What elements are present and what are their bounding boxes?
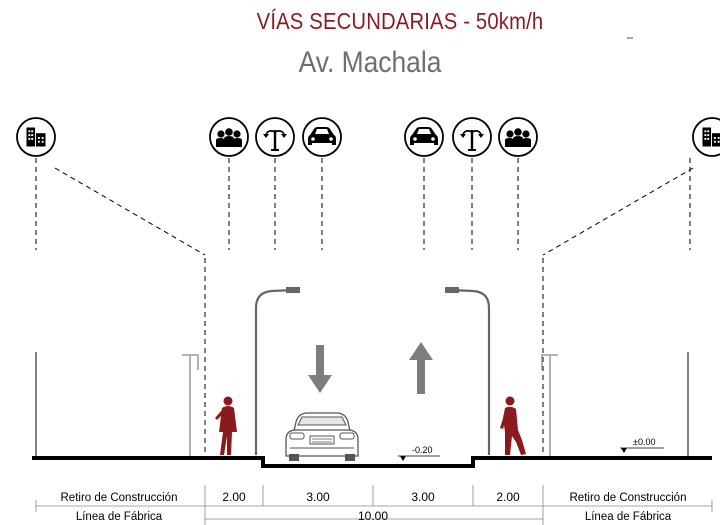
streetlight-icon — [452, 117, 492, 157]
sign-post-right — [541, 354, 558, 458]
building-icon — [16, 117, 56, 157]
sign-post-left — [182, 354, 199, 458]
pedestrian-left — [215, 396, 237, 455]
streetlight-left — [254, 287, 300, 455]
dimension-lines — [35, 485, 713, 525]
traffic-arrow-up — [409, 342, 433, 394]
left-line-label: Línea de Fábrica — [76, 511, 163, 523]
left-setback-label: Retiro de Construcción — [61, 492, 178, 504]
pedestrians-icon — [209, 117, 249, 157]
street-name: Av. Machala — [298, 46, 442, 79]
leader-lines — [35, 158, 694, 458]
streetlight-icon — [255, 117, 295, 157]
ground-profile — [32, 456, 712, 468]
car-icon — [404, 117, 444, 157]
level-marker-roadway: -0.20 — [398, 445, 440, 461]
dimension-value: 3.00 — [411, 490, 435, 504]
car-icon — [302, 117, 342, 157]
right-setback-label: Retiro de Construcción — [570, 492, 687, 504]
car-drawing — [285, 412, 359, 461]
dimension-value: 2.00 — [222, 490, 246, 504]
building-icon — [692, 117, 720, 157]
level-roadway-label: -0.20 — [412, 445, 433, 455]
level-sidewalk-label: ±0.00 — [633, 437, 655, 447]
streetlight-right — [445, 287, 491, 455]
dimension-value: 2.00 — [496, 490, 520, 504]
dimension-value: 3.00 — [306, 490, 330, 504]
traffic-arrow-down — [308, 345, 332, 393]
pedestrian-right — [500, 396, 526, 455]
total-width-value: 10.00 — [358, 509, 388, 523]
right-line-label: Línea de Fábrica — [585, 511, 672, 523]
page-title: VÍAS SECUNDARIAS - 50km/h — [256, 8, 544, 34]
pedestrians-icon — [498, 117, 538, 157]
level-marker-sidewalk: ±0.00 — [620, 437, 664, 453]
